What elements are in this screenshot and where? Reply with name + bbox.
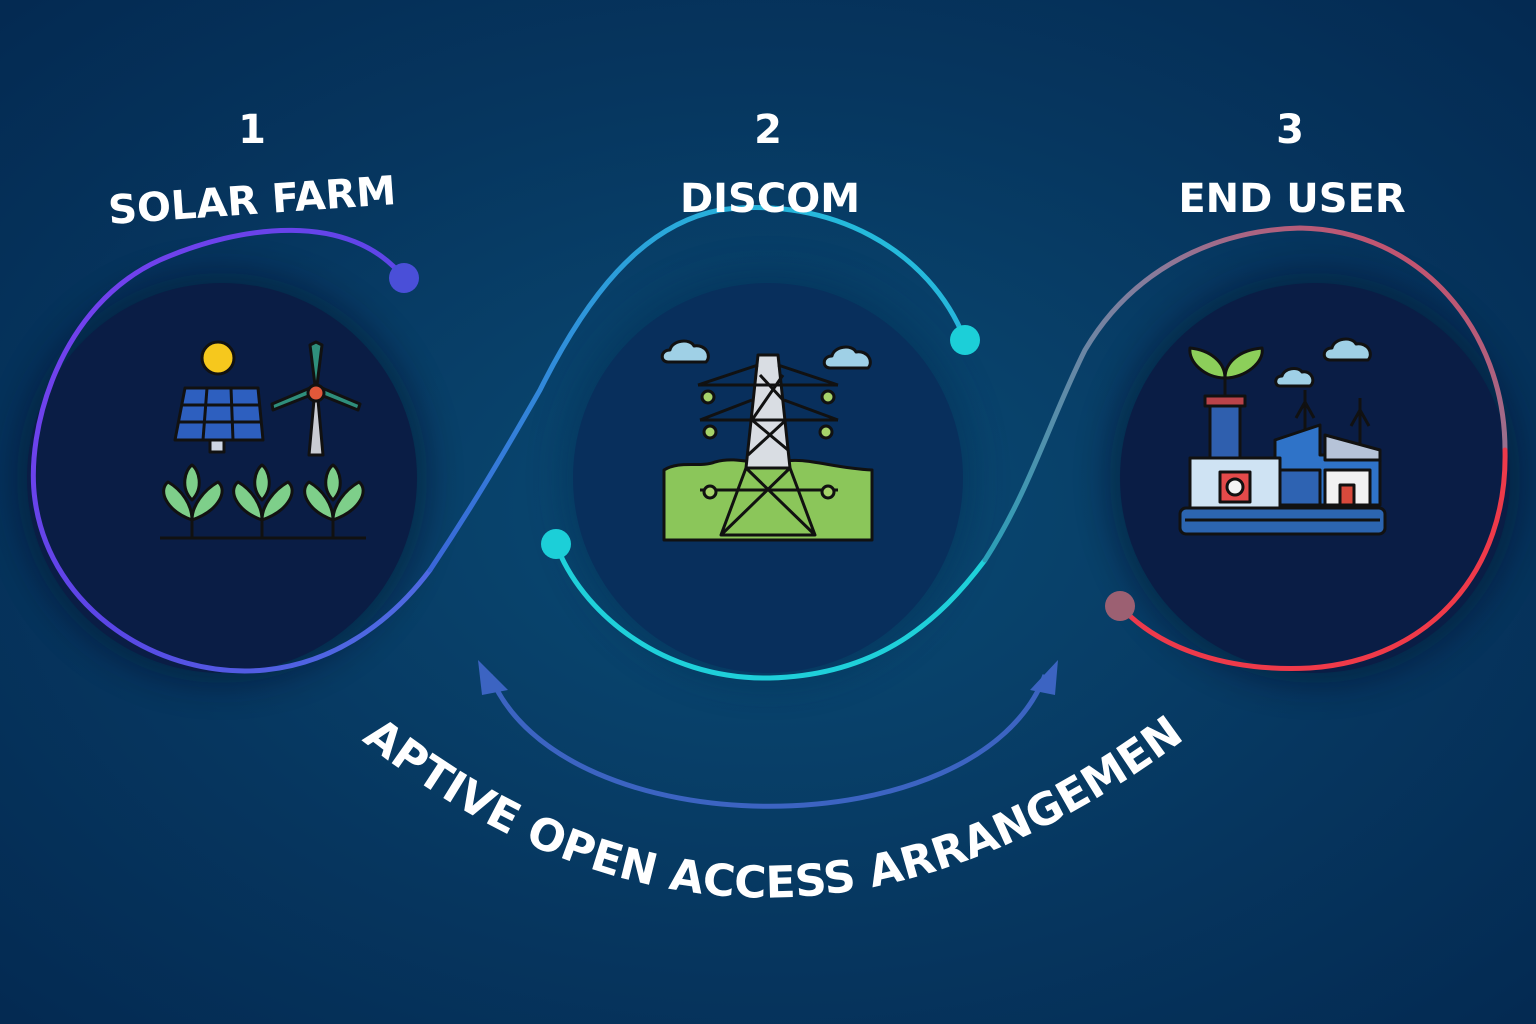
- step-number-3: 3: [1276, 107, 1304, 153]
- solar-panel-icon: [173, 386, 265, 454]
- discom-to-end-user-curve: [982, 225, 1508, 563]
- chimney: [1208, 398, 1242, 462]
- captive-arrangement-arrow: [478, 660, 1058, 809]
- discom-lower-node-dot: [541, 529, 571, 559]
- ground: [662, 458, 874, 542]
- flow-path: [30, 205, 1508, 681]
- step-number-2: 2: [754, 107, 782, 153]
- factory-icon: [1178, 337, 1387, 536]
- arrow-head-right: [1030, 660, 1058, 695]
- discom-lower-arc: [553, 541, 988, 681]
- solar-farm-icon: [160, 340, 366, 540]
- sun-icon: [200, 340, 236, 376]
- solar-farm-node-dot: [389, 263, 419, 293]
- wind-turbine-icon: [270, 340, 362, 457]
- step-title-discom: DISCOM: [680, 176, 860, 222]
- discom-upper-node-dot: [950, 325, 980, 355]
- cloud-icon-top: [1322, 337, 1372, 362]
- transmission-tower-icon: [660, 339, 874, 542]
- end-user-node-dot: [1105, 591, 1135, 621]
- solar-to-discom-curve: [427, 205, 968, 573]
- solar-farm-ring: [30, 227, 433, 674]
- step-title-end-user: END USER: [1178, 176, 1405, 222]
- solar-farm-circle: [27, 283, 417, 673]
- plants-icon: [160, 463, 366, 540]
- cloud-icon-small: [1274, 367, 1315, 388]
- cloud-icon-left: [660, 339, 710, 364]
- step-number-1: 1: [238, 107, 266, 153]
- end-user-ring: [1117, 447, 1508, 671]
- cloud-icon-right: [822, 345, 872, 370]
- arrow-head-left: [478, 660, 508, 695]
